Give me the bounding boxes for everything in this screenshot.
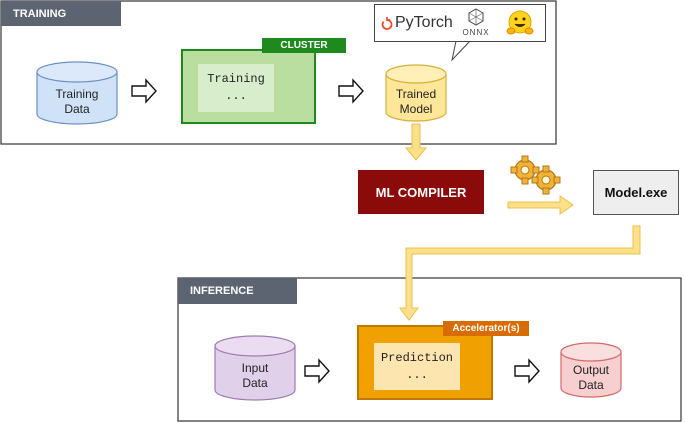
frameworks-bubble: PyTorch ONNX — [374, 4, 546, 42]
flow-arrows — [399, 123, 641, 321]
training-data-label: Training Data — [55, 87, 99, 116]
inference-section-label: INFERENCE — [178, 278, 297, 304]
arrow-compiler-to-exe — [507, 195, 574, 215]
arrow-training-to-model — [338, 78, 364, 104]
trained-model-cylinder — [385, 64, 447, 122]
onnx-logo: ONNX — [459, 8, 493, 40]
onnx-text: ONNX — [462, 28, 490, 37]
gears-icon — [510, 155, 561, 195]
input-data-cylinder — [214, 335, 296, 401]
hugging-face-emoji-icon — [506, 10, 534, 35]
arrow-model-to-compiler — [404, 123, 428, 161]
arrow-input-to-prediction — [304, 358, 330, 384]
arrow-prediction-to-output — [514, 358, 540, 384]
training-process: Training ... — [198, 64, 274, 112]
input-data-label: Input Data — [241, 361, 269, 390]
pytorch-text: PyTorch — [395, 14, 453, 31]
training-data-cylinder — [36, 61, 118, 125]
output-data-cylinder — [560, 342, 622, 398]
model-exe-box: Model.exe — [593, 170, 679, 215]
ml-compiler-box: ML COMPILER — [358, 170, 484, 214]
accelerator-label: Accelerator(s) — [443, 321, 529, 336]
arrow-data-to-training — [131, 78, 157, 104]
prediction-process: Prediction ... — [374, 343, 460, 390]
training-section-label: TRAINING — [1, 1, 121, 26]
pytorch-logo: PyTorch — [381, 11, 453, 35]
onnx-icon — [468, 8, 484, 26]
output-data-label: Output Data — [572, 363, 610, 392]
cluster-label: CLUSTER — [262, 38, 346, 53]
bubble-tail — [451, 40, 471, 62]
pytorch-flame-icon — [381, 17, 393, 30]
trained-model-label: Trained Model — [395, 87, 437, 116]
arrow-exe-to-accelerator — [399, 225, 641, 321]
